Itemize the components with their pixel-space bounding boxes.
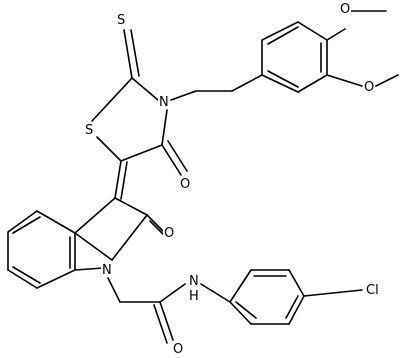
bond-24 xyxy=(167,140,188,172)
bond-17 xyxy=(91,77,133,122)
bond-47 xyxy=(153,304,168,344)
atom-cl: Cl xyxy=(366,283,379,298)
atom-n-amide: N xyxy=(189,274,199,289)
bond-27 xyxy=(114,197,148,216)
atom-h-amide: H xyxy=(189,289,199,304)
atom-n-indole: N xyxy=(102,263,112,278)
atom-o-thiazolidinone: O xyxy=(180,177,190,192)
bond-39 xyxy=(12,216,41,234)
bond-56 xyxy=(285,295,299,319)
bond-45 xyxy=(159,283,186,303)
bond-49 xyxy=(229,269,252,303)
bond-31 xyxy=(74,197,116,234)
bond-29 xyxy=(111,214,148,261)
bond-20 xyxy=(161,109,168,146)
atom-s-thione: S xyxy=(117,13,125,28)
bond-26 xyxy=(120,161,128,200)
atom-label-layer: O O S N S O O N N H O Cl xyxy=(84,1,383,357)
atom-o-methoxy-mid: O xyxy=(364,80,374,95)
bond-36 xyxy=(7,269,38,289)
atom-o-methoxy-top: O xyxy=(340,2,350,17)
bond-42 xyxy=(74,267,104,271)
bond-54 xyxy=(229,301,252,325)
bond-layer xyxy=(7,10,399,344)
bond-48 xyxy=(200,283,231,303)
bond-0 xyxy=(261,21,299,41)
bond-4 xyxy=(261,74,299,93)
bond-16 xyxy=(131,77,159,101)
bond-25 xyxy=(114,160,122,199)
bond-21 xyxy=(123,29,133,79)
bond-8 xyxy=(267,70,299,88)
bond-9 xyxy=(326,28,346,41)
bond-51 xyxy=(288,269,305,297)
bond-43 xyxy=(107,277,121,303)
atom-n-thiazolidine: N xyxy=(159,95,169,110)
bond-58 xyxy=(303,289,363,297)
bond-11 xyxy=(326,74,363,87)
bond-1 xyxy=(297,21,328,41)
bond-30 xyxy=(74,232,113,261)
atom-s-thiazolidine: S xyxy=(85,123,93,138)
bond-37 xyxy=(36,269,76,289)
atom-o-amide: O xyxy=(173,342,183,357)
bond-15 xyxy=(170,90,197,101)
bond-52 xyxy=(288,295,305,325)
bond-57 xyxy=(235,301,257,319)
bond-13 xyxy=(231,74,263,92)
bond-40 xyxy=(12,266,41,284)
bond-28 xyxy=(146,214,165,233)
bond-12 xyxy=(375,74,399,87)
bond-6 xyxy=(267,26,299,45)
bond-18 xyxy=(96,136,122,162)
bond-19 xyxy=(120,144,163,162)
bond-3 xyxy=(297,74,328,93)
bond-22 xyxy=(130,29,140,77)
bond-33 xyxy=(36,210,76,234)
atom-o-oxindole: O xyxy=(164,226,174,241)
bond-23 xyxy=(161,144,182,176)
bond-46 xyxy=(159,301,174,341)
bond-34 xyxy=(7,210,38,233)
